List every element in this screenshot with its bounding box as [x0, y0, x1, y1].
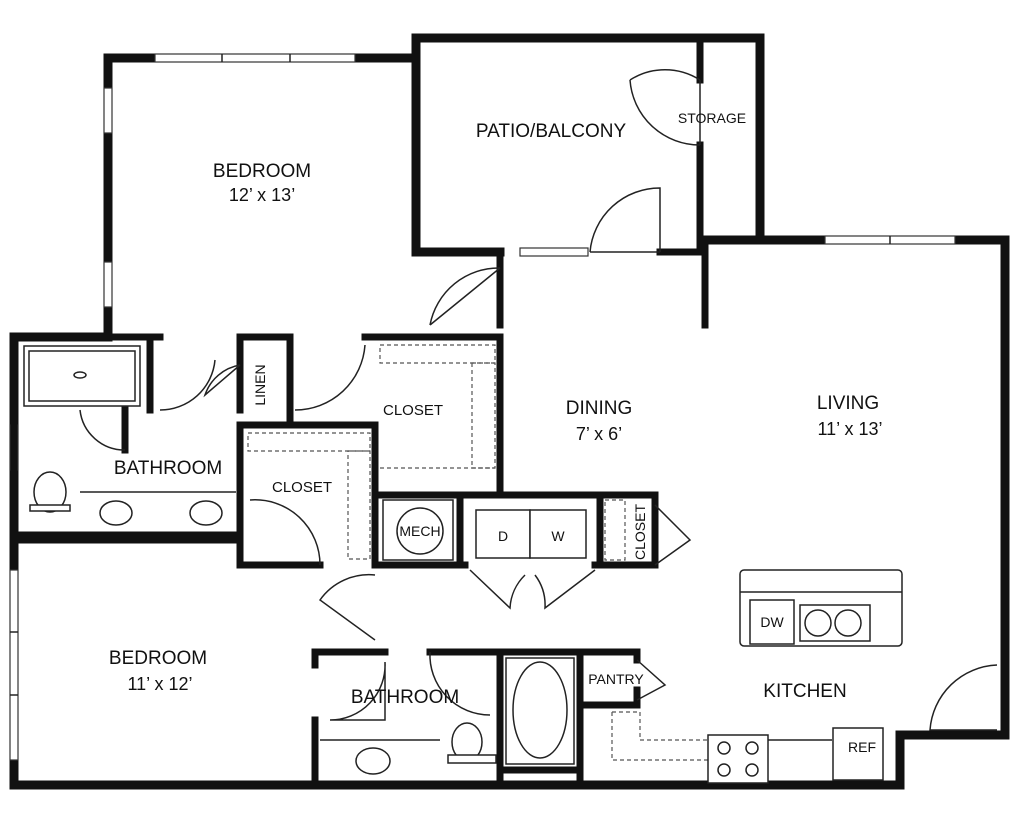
kitchen-label: KITCHEN [763, 681, 846, 702]
closet3-label: CLOSET [632, 504, 648, 560]
stove-icon [707, 734, 769, 784]
dining-dims: 7’ x 6’ [576, 424, 622, 444]
pantry-label: PANTRY [588, 671, 644, 687]
windows [9, 53, 956, 761]
closet2-label: CLOSET [272, 479, 332, 496]
sink-icon [355, 747, 391, 775]
fixtures [23, 345, 903, 784]
doors [79, 69, 998, 731]
living-label: LIVING [817, 393, 879, 414]
bathtub-icon [505, 657, 575, 765]
washer-label: W [551, 528, 565, 544]
dining-label: DINING [566, 398, 633, 419]
bedroom2-label: BEDROOM [109, 648, 207, 669]
dishwasher-icon [749, 599, 795, 645]
bedroom1-label: BEDROOM [213, 161, 311, 182]
sink-icon [99, 500, 133, 526]
living-dims: 11’ x 13’ [817, 419, 882, 439]
washer-icon [529, 509, 587, 559]
closet-shelving [247, 344, 710, 761]
closet1-label: CLOSET [383, 402, 443, 419]
bathroom1-label: BATHROOM [114, 458, 222, 479]
bedroom1-dims: 12’ x 13’ [229, 185, 295, 205]
sink-icon [189, 500, 223, 526]
bedroom2-dims: 11’ x 12’ [127, 674, 192, 694]
shower-icon [23, 345, 141, 407]
mech-label: MECH [399, 523, 440, 539]
refrigerator-icon [832, 727, 884, 781]
dryer-icon [475, 509, 531, 559]
patio-label: PATIO/BALCONY [476, 121, 627, 142]
bathroom2-label: BATHROOM [351, 687, 459, 708]
storage-label: STORAGE [678, 110, 746, 126]
interior-walls [10, 34, 709, 789]
toilet-icon [33, 471, 67, 513]
mech-unit-icon [396, 507, 444, 555]
room-labels: BEDROOM 12’ x 13’ PATIO/BALCONY STORAGE … [109, 110, 883, 755]
dryer-label: D [498, 528, 508, 544]
dishwasher-label: DW [760, 614, 784, 630]
refrigerator-label: REF [848, 739, 876, 755]
linen-label: LINEN [252, 364, 268, 405]
